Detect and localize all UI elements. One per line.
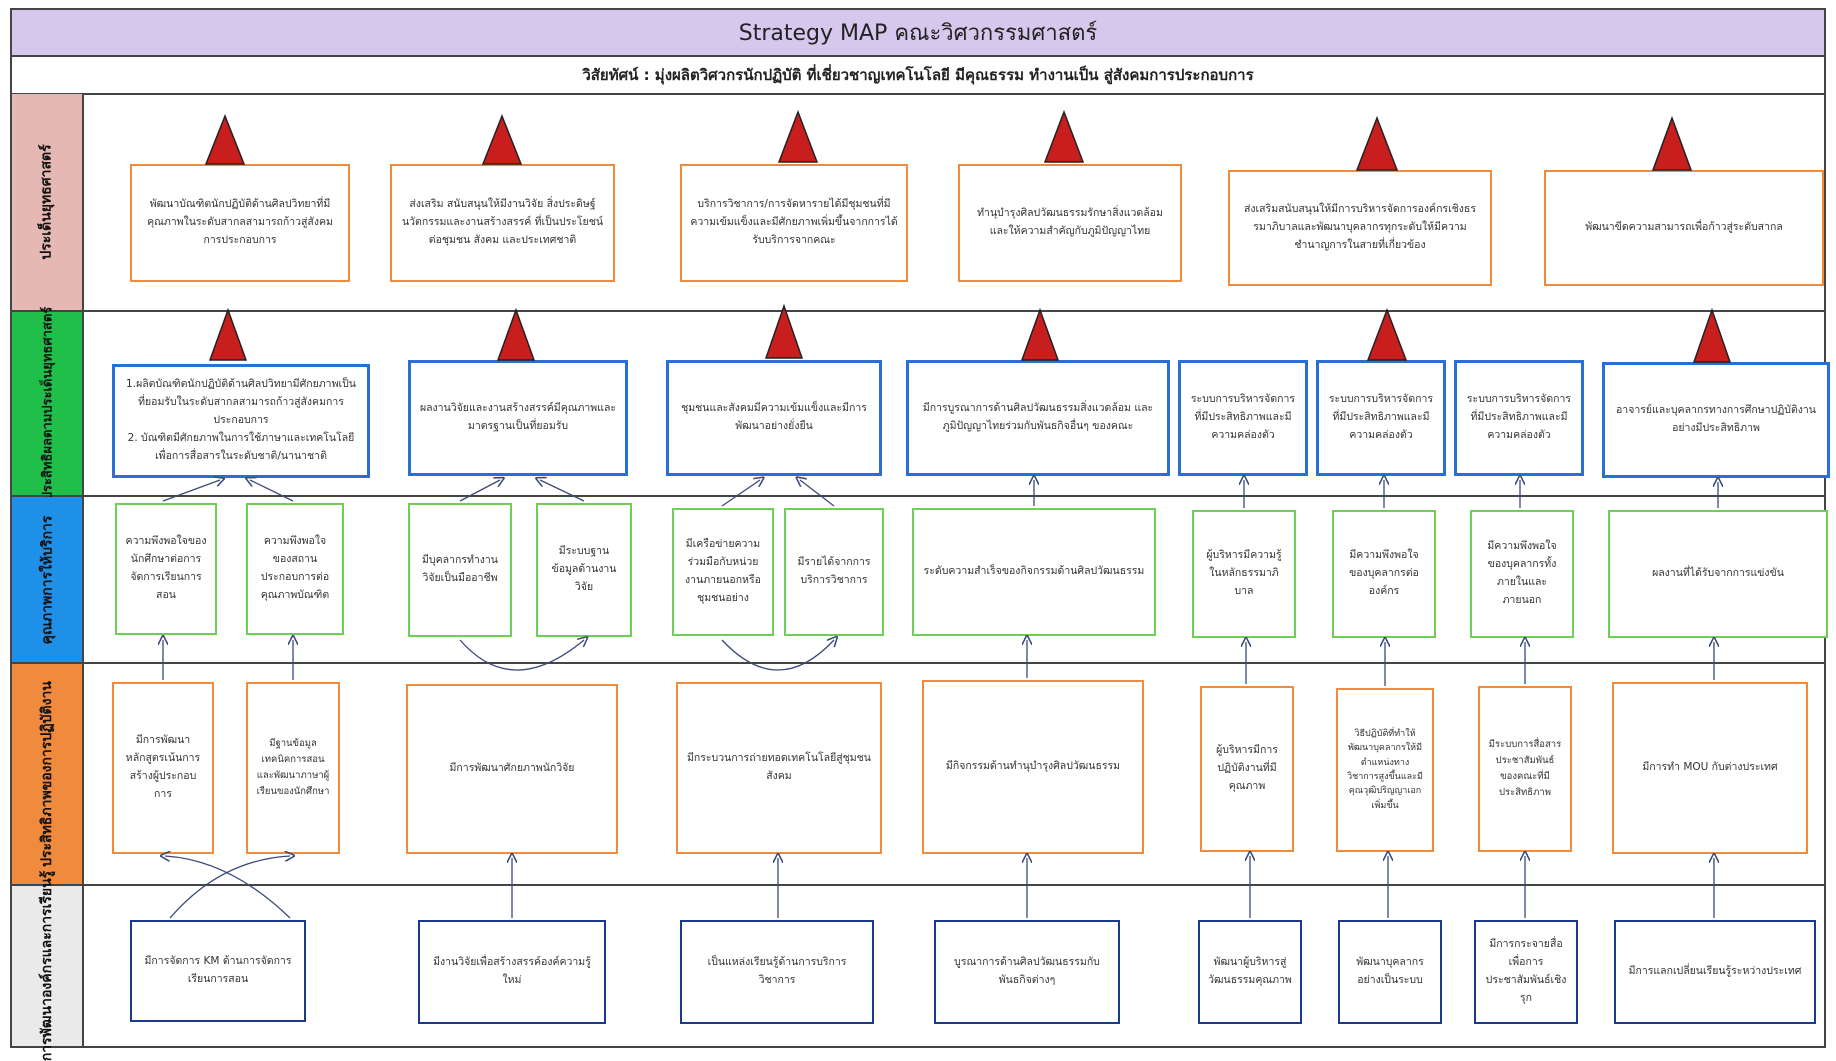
outcome-box: 1.ผลิตบัณฑิตนักปฏิบัติด้านศิลปวิทยามีศัก…	[112, 364, 370, 478]
service-quality-box: ผลงานที่ได้รับจากการแข่งขัน	[1608, 510, 1828, 638]
strategic-issue-box: บริการวิชาการ/การจัดหารายได้มีชุมชนที่มี…	[680, 164, 908, 282]
service-quality-box: มีรายได้จากการบริการวิชาการ	[784, 508, 884, 636]
operational-box: ผู้บริหารมีการปฏิบัติงานที่มีคุณภาพ	[1200, 686, 1294, 852]
learning-box: มีงานวิจัยเพื่อสร้างสรรค์องค์ความรู้ใหม่	[418, 920, 606, 1024]
outcome-box: ชุมชนและสังคมมีความเข้มแข็งและมีการพัฒนา…	[666, 360, 882, 476]
learning-box: เป็นแหล่งเรียนรู้ด้านการบริการวิชาการ	[680, 920, 874, 1024]
learning-box: พัฒนาบุคลากรอย่างเป็นระบบ	[1338, 920, 1442, 1024]
outcome-box: มีการบูรณาการด้านศิลปวัฒนธรรมสิ่งแวดล้อม…	[906, 360, 1170, 476]
service-quality-box: มีบุคลากรทำงานวิจัยเป็นมืออาชีพ	[408, 503, 512, 637]
learning-box: บูรณาการด้านศิลปวัฒนธรรมกับพันธกิจต่างๆ	[934, 920, 1120, 1024]
service-quality-box: มีความพึงพอใจของบุคลากรทั้งภายในและภายนอ…	[1470, 510, 1574, 638]
strategic-issue-box: พัฒนาขีดความสามารถเพื่อก้าวสู่ระดับสากล	[1544, 170, 1824, 286]
operational-box: มีกระบวนการถ่ายทอดเทคโนโลยีสู่ชุมชนสังคม	[676, 682, 882, 854]
strategic-issue-box: ทำนุบำรุงศิลปวัฒนธรรมรักษาสิ่งแวดล้อมและ…	[958, 164, 1182, 282]
service-quality-box: ระดับความสำเร็จของกิจกรรมด้านศิลปวัฒนธรร…	[912, 508, 1156, 636]
learning-box: พัฒนาผู้บริหารสู่วัฒนธรรมคุณภาพ	[1198, 920, 1302, 1024]
operational-box: มีการพัฒนาหลักสูตรเน้นการสร้างผู้ประกอบก…	[112, 682, 214, 854]
row-service-quality: คุณภาพการให้บริการ	[12, 497, 1824, 664]
row-label-outcomes: ประสิทธิผลตามประเด็นยุทธศาสตร์	[12, 307, 84, 500]
service-quality-box: ผู้บริหารมีความรู้ในหลักธรรมาภิบาล	[1192, 510, 1296, 638]
learning-box: มีการจัดการ KM ด้านการจัดการเรียนการสอน	[130, 920, 306, 1022]
operational-box: มีระบบการสื่อสารประชาสัมพันธ์ของคณะที่มี…	[1478, 686, 1572, 852]
outcome-box: ระบบการบริหารจัดการที่มีประสิทธิภาพและมี…	[1316, 360, 1446, 476]
operational-box: มีการพัฒนาศักยภาพนักวิจัย	[406, 684, 618, 854]
outcome-box: ระบบการบริหารจัดการที่มีประสิทธิภาพและมี…	[1454, 360, 1584, 476]
learning-box: มีการแลกเปลี่ยนเรียนรู้ระหว่างประเทศ	[1614, 920, 1816, 1024]
row-label-learning: การพัฒนาองค์กรและการเรียนรู้	[12, 871, 84, 1061]
row-learning: การพัฒนาองค์กรและการเรียนรู้	[12, 871, 1824, 1061]
row-label-strategic-issues: ประเด็นยุทธศาสตร์	[12, 94, 84, 310]
service-quality-box: มีระบบฐานข้อมูลด้านงานวิจัย	[536, 503, 632, 637]
service-quality-box: ความพึงพอใจของสถานประกอบการต่อคุณภาพบัณฑ…	[246, 503, 344, 635]
strategic-issue-box: พัฒนาบัณฑิตนักปฏิบัติด้านศิลปวิทยาที่มีค…	[130, 164, 350, 282]
operational-box: วิธีปฏิบัติที่ทำให้พัฒนาบุคลากรให้มีตำแห…	[1336, 688, 1434, 852]
vision-statement: วิสัยทัศน์ : มุ่งผลิตวิศวกรนักปฏิบัติ ที…	[12, 57, 1824, 95]
page-title: Strategy MAP คณะวิศวกรรมศาสตร์	[12, 10, 1824, 57]
row-operational: ประสิทธิภาพของการปฏิบัติงาน	[12, 664, 1824, 886]
row-label-operational: ประสิทธิภาพของการปฏิบัติงาน	[12, 664, 84, 884]
row-strategic-issues: ประเด็นยุทธศาสตร์	[12, 94, 1824, 312]
operational-box: มีกิจกรรมด้านทำนุบำรุงศิลปวัฒนธรรม	[922, 680, 1144, 854]
outcome-box: ระบบการบริหารจัดการที่มีประสิทธิภาพและมี…	[1178, 360, 1308, 476]
learning-box: มีการกระจายสื่อเพื่อการประชาสัมพันธ์เชิง…	[1474, 920, 1578, 1024]
strategic-issue-box: ส่งเสริมสนับสนุนให้มีการบริหารจัดการองค์…	[1228, 170, 1492, 286]
operational-box: มีฐานข้อมูลเทคนิคการสอนและพัฒนาภาษาผู้เร…	[246, 682, 340, 854]
row-outcomes: ประสิทธิผลตามประเด็นยุทธศาสตร์	[12, 307, 1824, 500]
outcome-box: อาจารย์และบุคลากรทางการศึกษาปฏิบัติงานอย…	[1602, 362, 1830, 478]
service-quality-box: มีเครือข่ายความร่วมมือกับหน่วยงานภายนอกห…	[672, 508, 774, 636]
operational-box: มีการทำ MOU กับต่างประเทศ	[1612, 682, 1808, 854]
row-label-service-quality: คุณภาพการให้บริการ	[12, 497, 84, 662]
outcome-box: ผลงานวิจัยและงานสร้างสรรค์มีคุณภาพและมาต…	[408, 360, 628, 476]
strategic-issue-box: ส่งเสริม สนับสนุนให้มีงานวิจัย สิ่งประดิ…	[390, 164, 615, 282]
service-quality-box: มีความพึงพอใจของบุคลากรต่อองค์กร	[1332, 510, 1436, 638]
service-quality-box: ความพึงพอใจของนักศึกษาต่อการจัดการเรียนก…	[115, 503, 217, 635]
